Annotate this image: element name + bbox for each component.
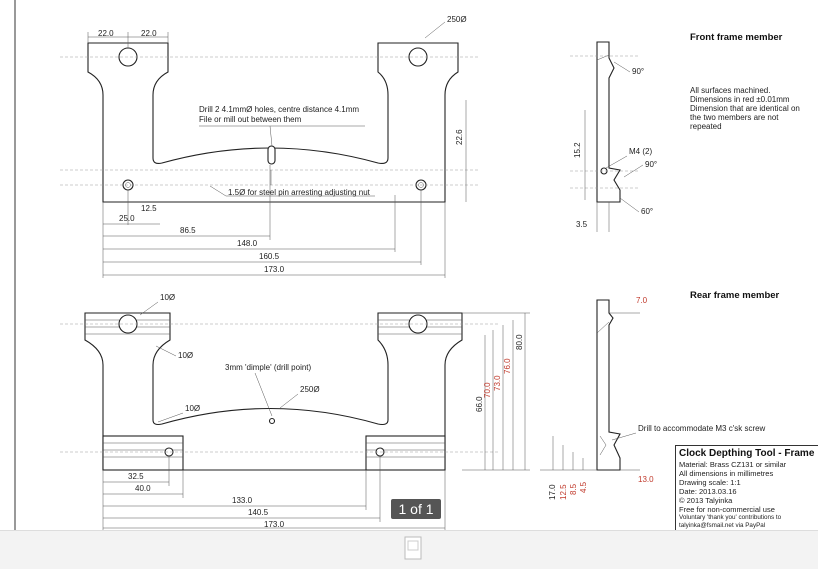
spec-line1: All surfaces machined.: [690, 86, 770, 95]
dim-86-5: 86.5: [180, 226, 196, 235]
page-icon[interactable]: [403, 536, 423, 560]
dim-25-0: 25.0: [119, 214, 135, 223]
side-angle-90-top: 90°: [632, 67, 644, 76]
note-drill-line2: File or mill out between them: [199, 115, 302, 124]
side-angle-90-mid: 90°: [645, 160, 657, 169]
rear-dim-10-low: 10Ø: [185, 404, 200, 413]
side-dim-15-2: 15.2: [573, 142, 582, 158]
title-block-thanks2: talyinka@fsmail.net via PayPal: [679, 522, 766, 529]
front-frame-view: 22.0 22.0 250Ø Drill 2 4.1mmØ holes, cen…: [60, 15, 480, 278]
dim-148-0: 148.0: [237, 239, 258, 248]
rear-dim-66-0: 66.0: [475, 396, 484, 412]
rear-dim-32-5: 32.5: [128, 472, 144, 481]
title-block-material: Material: Brass CZ131 or similar: [679, 460, 787, 469]
title-block-units: All dimensions in millimetres: [679, 469, 774, 478]
side-dim-3-5: 3.5: [576, 220, 588, 229]
rear-side-drill-note: Drill to accommodate M3 c'sk screw: [638, 424, 766, 433]
dim-22-right: 22.0: [141, 29, 157, 38]
dim-22-6: 22.6: [455, 129, 464, 145]
front-frame-outline: [87, 42, 459, 203]
rear-dim-76-0: 76.0: [503, 358, 512, 374]
front-heading: Front frame member: [690, 32, 783, 43]
dim-173-0: 173.0: [264, 265, 285, 274]
rear-heading: Rear frame member: [690, 290, 780, 301]
spec-line3: Dimension that are identical on: [690, 104, 800, 113]
rear-side-v17-0: 17.0: [548, 484, 557, 500]
title-block-scale: Drawing scale: 1:1: [679, 478, 741, 487]
rear-side-v4-5: 4.5: [579, 481, 588, 493]
title-block-title: Clock Depthing Tool - Frame: [679, 448, 815, 459]
rear-dim-250: 250Ø: [300, 385, 320, 394]
rear-dim-70-0: 70.0: [483, 382, 492, 398]
rear-dimple: [268, 417, 276, 425]
rear-side-view: 7.0 Drill to accommodate M3 c'sk screw 1…: [540, 296, 766, 500]
front-slot: [267, 145, 276, 165]
spec-line2: Dimensions in red ±0.01mm: [690, 95, 790, 104]
dim-250-diameter: 250Ø: [447, 15, 467, 24]
note-pin: 1.5Ø for steel pin arresting adjusting n…: [228, 188, 371, 197]
title-block-date: Date: 2013.03.16: [679, 487, 737, 496]
title-block-license: Free for non-commercial use: [679, 505, 775, 514]
rear-frame-outline: [84, 312, 463, 471]
rear-dim-10-mid: 10Ø: [178, 351, 193, 360]
side-angle-60: 60°: [641, 207, 653, 216]
rear-dim-40-0: 40.0: [135, 484, 151, 493]
title-block-thanks1: Voluntary 'thank you' contributions to: [679, 514, 782, 521]
rear-side-dim-7-0: 7.0: [636, 296, 648, 305]
rear-side-dim-13-0: 13.0: [638, 475, 654, 484]
title-block-copyright: © 2013 Talyinka: [679, 496, 733, 505]
side-m4: M4 (2): [629, 147, 652, 156]
rear-dim-173-0: 173.0: [264, 520, 285, 529]
rear-dim-80-0: 80.0: [515, 334, 524, 350]
rear-dim-133-0: 133.0: [232, 496, 253, 505]
note-drill-line1: Drill 2 4.1mmØ holes, centre distance 4.…: [199, 105, 359, 114]
rear-dim-10-top: 10Ø: [160, 293, 175, 302]
rear-frame-view: 10Ø 10Ø 10Ø 3mm 'dimple' (drill point) 2…: [60, 293, 530, 532]
front-side-outline: [596, 41, 621, 203]
rear-side-outline: [596, 299, 621, 471]
spec-line4: the two members are not: [690, 113, 779, 122]
title-block: Clock Depthing Tool - Frame Material: Br…: [675, 445, 818, 530]
rear-dim-73-0: 73.0: [493, 375, 502, 391]
page-indicator: 1 of 1: [391, 499, 441, 519]
dim-22-left: 22.0: [98, 29, 114, 38]
dim-160-5: 160.5: [259, 252, 280, 261]
rear-side-v8-5: 8.5: [569, 483, 578, 495]
spec-line5: repeated: [690, 122, 722, 131]
rear-side-v12-5: 12.5: [559, 484, 568, 500]
dim-12-5: 12.5: [141, 204, 157, 213]
front-side-view: 15.2 90° M4 (2) 90° 3.5 60°: [570, 41, 657, 232]
rear-dim-140-5: 140.5: [248, 508, 269, 517]
rear-dimple-note: 3mm 'dimple' (drill point): [225, 363, 312, 372]
